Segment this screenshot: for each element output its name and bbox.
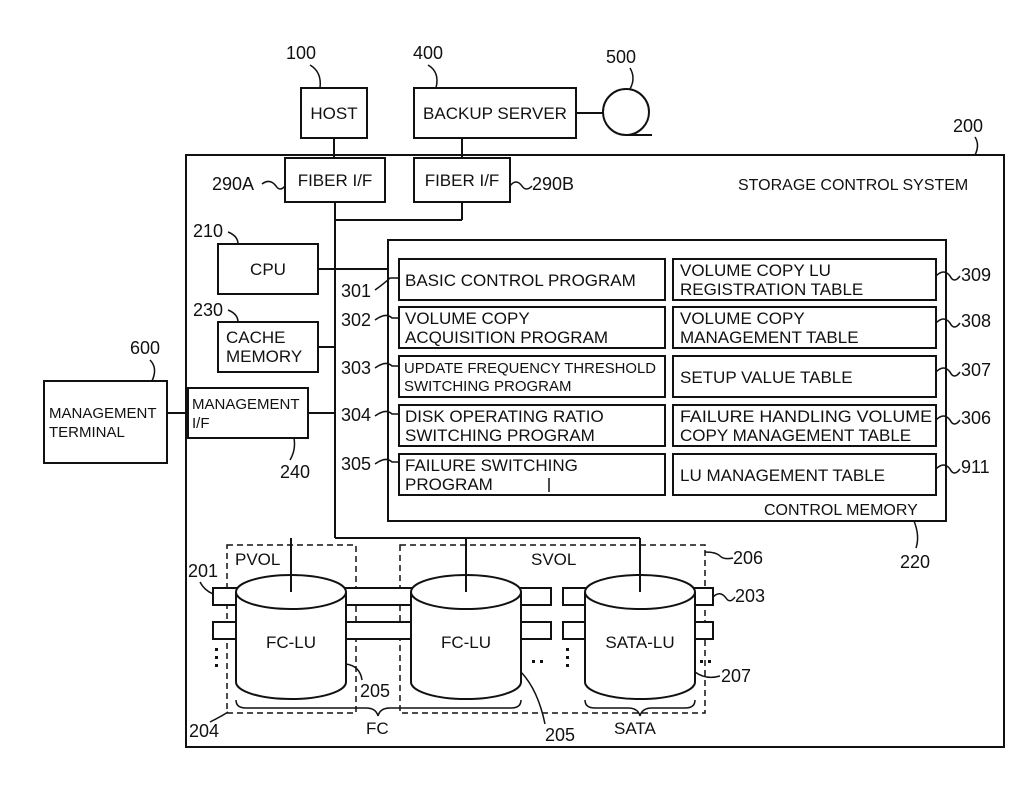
ref-201: 201 (188, 561, 218, 581)
management-terminal-box (43, 380, 168, 464)
program-304-line1: DISK OPERATING RATIO (405, 407, 604, 426)
program-box-disk-operating-ratio (398, 404, 666, 447)
ref-308: 308 (961, 311, 991, 331)
table-306-line2: COPY MANAGEMENT TABLE (680, 426, 911, 445)
ref-100: 100 (286, 43, 316, 63)
ref-204: 204 (189, 721, 219, 741)
backup-server-label: BACKUP SERVER (423, 104, 567, 123)
fc-lu-svol-label: FC-LU (441, 633, 491, 652)
ref-240: 240 (280, 462, 310, 482)
more-drives-dots (215, 648, 711, 667)
ref-309: 309 (961, 265, 991, 285)
fc-lu-pvol-label: FC-LU (266, 633, 316, 652)
mgmt-terminal-label-2: TERMINAL (49, 424, 125, 441)
program-305-line1: FAILURE SWITCHING (405, 456, 578, 475)
storage-control-system-label: STORAGE CONTROL SYSTEM (738, 177, 968, 194)
ref-206: 206 (733, 548, 763, 568)
ref-911: 911 (961, 457, 990, 477)
leader-100 (309, 64, 322, 89)
fc-label: FC (366, 719, 389, 738)
ref-305: 305 (341, 454, 371, 474)
fiber-if-b-box (413, 157, 511, 203)
ref-200: 200 (953, 116, 983, 136)
cache-memory-box (217, 321, 319, 373)
program-303-line1: UPDATE FREQUENCY THRESHOLD (404, 360, 656, 377)
leader-200 (974, 136, 979, 156)
host-label: HOST (310, 104, 357, 123)
fc-lu-pvol-cylinder (235, 574, 347, 700)
ref-306: 306 (961, 408, 991, 428)
program-box-update-frequency (398, 355, 666, 398)
ref-400: 400 (413, 43, 443, 63)
pvol-label: PVOL (235, 550, 280, 569)
table-911-line1: LU MANAGEMENT TABLE (680, 466, 885, 485)
tape-drive-icon (602, 88, 650, 136)
ref-205-b: 205 (545, 725, 575, 745)
program-box-volume-copy-acquisition (398, 306, 666, 349)
ref-303: 303 (341, 358, 371, 378)
ref-301: 301 (341, 281, 371, 301)
fiber-if-a-label: FIBER I/F (298, 171, 373, 190)
program-302-line2: ACQUISITION PROGRAM (405, 328, 608, 347)
mgmt-if-label-2: I/F (192, 415, 210, 432)
control-memory-label: CONTROL MEMORY (764, 502, 918, 519)
ref-500: 500 (606, 47, 636, 67)
ref-290a: 290A (212, 174, 254, 194)
program-303-line2: SWITCHING PROGRAM (404, 378, 572, 395)
leader-400 (427, 64, 438, 89)
table-308-line2: MANAGEMENT TABLE (680, 328, 859, 347)
cache-label-1: CACHE (226, 328, 286, 347)
ref-290b: 290B (532, 174, 574, 194)
program-305-line2: PROGRAM (405, 475, 493, 494)
program-301-line1: BASIC CONTROL PROGRAM (405, 271, 636, 290)
cache-label-2: MEMORY (226, 347, 302, 366)
sata-lu-cylinder (584, 574, 696, 700)
table-306-line1: FAILURE HANDLING VOLUME (680, 407, 932, 426)
mgmt-if-label-1: MANAGEMENT (192, 396, 300, 413)
cpu-label: CPU (250, 260, 286, 279)
fiber-if-b-label: FIBER I/F (425, 171, 500, 190)
mgmt-terminal-label-1: MANAGEMENT (49, 405, 157, 422)
table-308-line1: VOLUME COPY (680, 309, 805, 328)
svol-label: SVOL (531, 550, 576, 569)
ref-600: 600 (130, 338, 160, 358)
ref-302: 302 (341, 310, 371, 330)
cpu-box (217, 243, 319, 295)
program-box-basic-control (398, 258, 666, 301)
table-box-lu-management (672, 453, 937, 496)
sata-lu-label: SATA-LU (605, 633, 674, 652)
sata-brace (584, 699, 696, 717)
ref-220: 220 (900, 552, 930, 572)
ref-207: 207 (721, 666, 751, 686)
table-309-line1: VOLUME COPY LU (680, 261, 831, 280)
program-304-line2: SWITCHING PROGRAM (405, 426, 595, 445)
fc-lu-svol-cylinder (410, 574, 522, 700)
ref-304: 304 (341, 405, 371, 425)
sata-label: SATA (614, 719, 657, 738)
ref-307: 307 (961, 360, 991, 380)
storage-control-system-box (185, 154, 1005, 748)
ref-203: 203 (735, 586, 765, 606)
fc-brace (235, 699, 522, 717)
program-box-failure-switching (398, 453, 666, 496)
table-309-line2: REGISTRATION TABLE (680, 280, 863, 299)
control-memory-box (387, 239, 947, 522)
table-307-line1: SETUP VALUE TABLE (680, 368, 853, 387)
ref-210: 210 (193, 221, 223, 241)
table-box-failure-handling (672, 404, 937, 447)
table-box-setup-value (672, 355, 937, 398)
table-box-volume-copy-management (672, 306, 937, 349)
leader-500 (629, 67, 634, 90)
ref-230: 230 (193, 300, 223, 320)
table-box-volume-copy-lu-registration (672, 258, 937, 301)
backup-server-box (413, 87, 577, 139)
ref-205-a: 205 (360, 681, 390, 701)
program-302-line1: VOLUME COPY (405, 309, 530, 328)
